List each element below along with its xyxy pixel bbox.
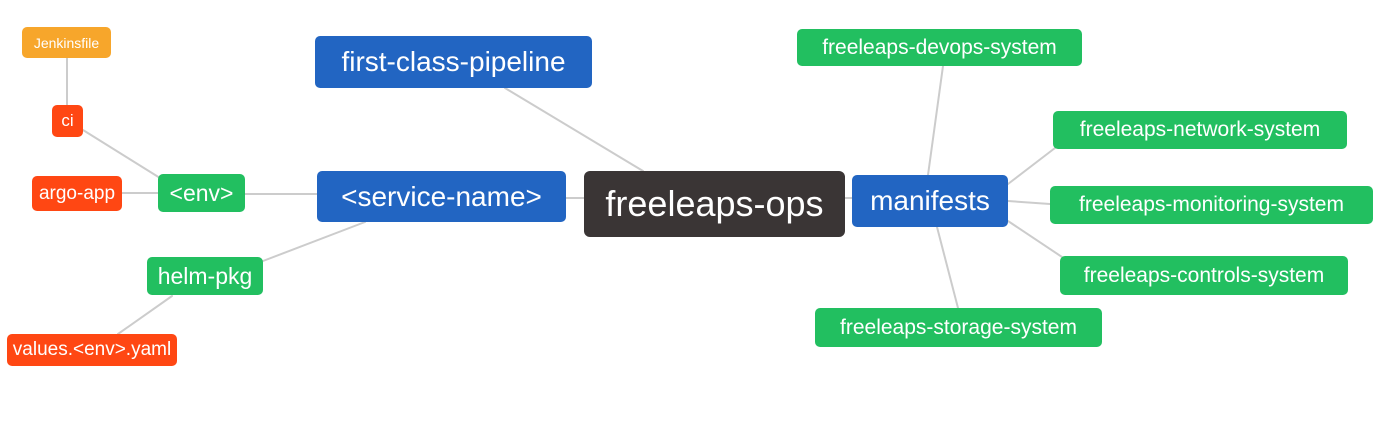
node-values-env-yaml[interactable]: values.<env>.yaml (7, 334, 177, 366)
node-freeleaps-storage-system[interactable]: freeleaps-storage-system (815, 308, 1102, 347)
edge-manifests-monitoring-system (1007, 200, 1051, 205)
node-env[interactable]: <env> (158, 174, 245, 212)
edge-manifests-network-system (1007, 147, 1056, 185)
edge-ci-env (82, 129, 161, 179)
node-freeleaps-controls-system[interactable]: freeleaps-controls-system (1060, 256, 1348, 295)
edge-manifests-storage-system (936, 226, 959, 309)
node-ci[interactable]: ci (52, 105, 83, 137)
node-manifests[interactable]: manifests (852, 175, 1008, 227)
node-jenkinsfile[interactable]: Jenkinsfile (22, 27, 111, 58)
edge-helm-pkg-service-name (262, 221, 366, 262)
node-service-name[interactable]: <service-name> (317, 171, 566, 222)
node-freeleaps-network-system[interactable]: freeleaps-network-system (1053, 111, 1347, 149)
node-helm-pkg[interactable]: helm-pkg (147, 257, 263, 295)
node-first-class-pipeline[interactable]: first-class-pipeline (315, 36, 592, 88)
node-freeleaps-devops-system[interactable]: freeleaps-devops-system (797, 29, 1082, 66)
node-argo-app[interactable]: argo-app (32, 176, 122, 211)
edge-manifests-devops-system (927, 65, 944, 176)
edge-manifests-controls-system (1007, 220, 1063, 258)
node-freeleaps-ops[interactable]: freeleaps-ops (584, 171, 845, 237)
edge-values-helm-pkg (117, 295, 173, 335)
node-freeleaps-monitoring-system[interactable]: freeleaps-monitoring-system (1050, 186, 1373, 224)
edge-first-class-pipeline-ops (504, 87, 644, 172)
